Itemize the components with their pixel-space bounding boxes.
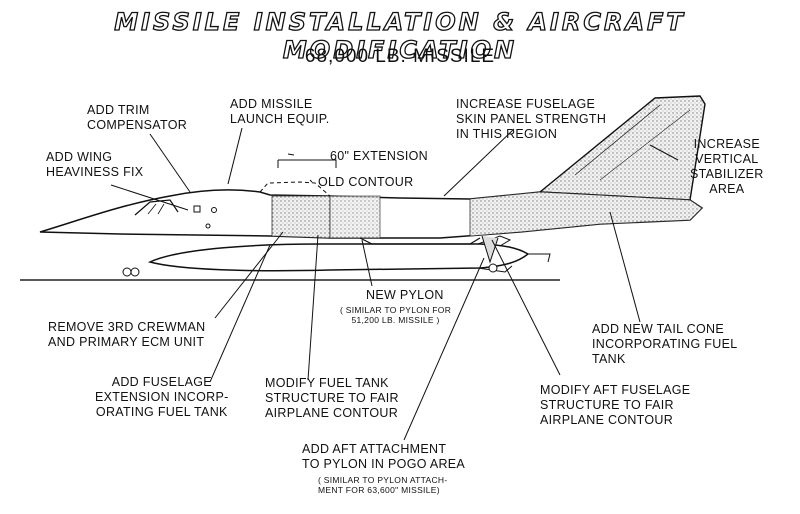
label-launch-equip: ADD MISSILE LAUNCH EQUIP.: [230, 97, 330, 126]
nose-wheel-2: [130, 267, 140, 277]
pylon: [359, 237, 481, 245]
label-aft-fuselage: MODIFY AFT FUSELAGE STRUCTURE TO FAIR AI…: [540, 383, 691, 427]
missile-fin-lower: [477, 265, 513, 273]
label-old-contour: OLD CONTOUR: [318, 175, 414, 189]
label-aft-attachment-note: ( SIMILAR TO PYLON ATTACH- MENT FOR 63,6…: [318, 475, 448, 495]
extension-bracket: [277, 159, 337, 168]
label-trim-compensator: ADD TRIM COMPENSATOR: [87, 103, 188, 132]
fuselage-extension-area: [271, 195, 331, 239]
label-tail-cone: ADD NEW TAIL CONE INCORPORATING FUEL TAN…: [592, 322, 738, 366]
label-vertical-stabilizer: INCREASE VERTICAL STABILIZER AREA: [690, 137, 764, 196]
label-remove-crewman: REMOVE 3RD CREWMAN AND PRIMARY ECM UNIT: [48, 320, 206, 349]
old-contour-line: [259, 181, 331, 197]
leader-lines: [110, 127, 679, 441]
label-fuselage-extension: ADD FUSELAGE EXTENSION INCORP- ORATING F…: [95, 375, 229, 419]
label-aft-attachment: ADD AFT ATTACHMENT TO PYLON IN POGO AREA: [302, 442, 466, 471]
diagram-subtitle: 68,000 LB. MISSILE: [304, 46, 496, 67]
aft-fuselage-area: [469, 191, 703, 237]
label-fuel-tank: MODIFY FUEL TANK STRUCTURE TO FAIR AIRPL…: [265, 376, 399, 420]
missile: [147, 243, 530, 272]
label-extension: 60" EXTENSION: [330, 149, 428, 163]
diagram-title: MISSILE INSTALLATION & AIRCRAFT MODIFICA…: [114, 7, 686, 64]
label-new-pylon-note: ( SIMILAR TO PYLON FOR 51,200 LB. MISSIL…: [340, 305, 452, 325]
label-new-pylon: NEW PYLON: [366, 288, 444, 302]
nose-wheel-1: [122, 267, 132, 277]
aft-wheel: [488, 263, 498, 273]
fuel-tank-area: [329, 195, 381, 239]
label-fuselage-skin: INCREASE FUSELAGE SKIN PANEL STRENGTH IN…: [456, 97, 607, 141]
label-wing-heaviness: ADD WING HEAVINESS FIX: [46, 150, 144, 179]
